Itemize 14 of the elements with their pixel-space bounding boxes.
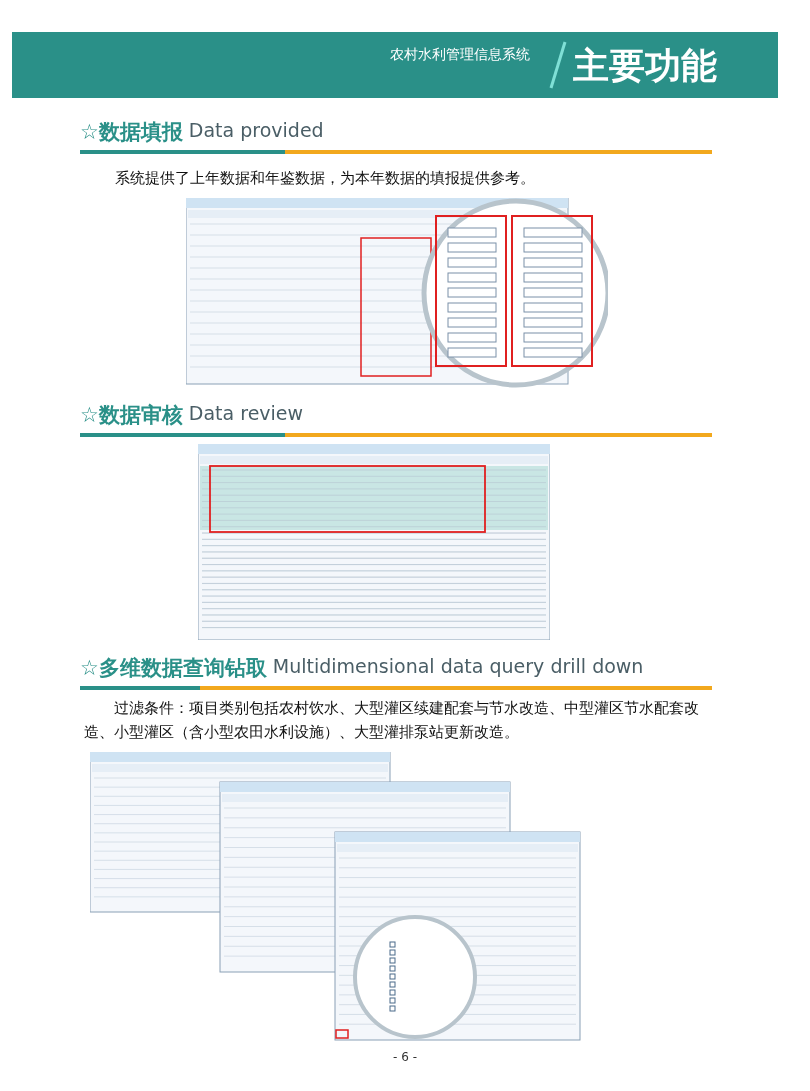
header-subtitle: 农村水利管理信息系统: [389, 46, 530, 64]
screenshot-picture: [90, 752, 582, 1044]
section-heading-english: Data provided: [188, 119, 324, 141]
section-heading: ☆多维数据查询钻取: [80, 655, 267, 682]
page-title: 主要功能: [573, 44, 717, 88]
screenshot-picture: [198, 444, 550, 640]
body-text: 系统提供了上年数据和年鉴数据，为本年数据的填报提供参考。: [115, 168, 535, 189]
screenshot-picture: [186, 198, 608, 388]
page-number: - 6 -: [392, 1050, 418, 1064]
section-heading-english: Multidimensional data query drill down: [272, 655, 644, 677]
section-heading: ☆数据填报: [80, 119, 183, 146]
section-heading: ☆数据审核: [80, 402, 183, 429]
section-heading-english: Data review: [188, 402, 304, 424]
body-text: 过滤条件：项目类别包括农村饮水、大型灌区续建配套与节水改造、中型灌区节水配套改造、小型灌区（含小型农田水利设施）、大型灌排泵站更新改造。: [84, 698, 700, 743]
